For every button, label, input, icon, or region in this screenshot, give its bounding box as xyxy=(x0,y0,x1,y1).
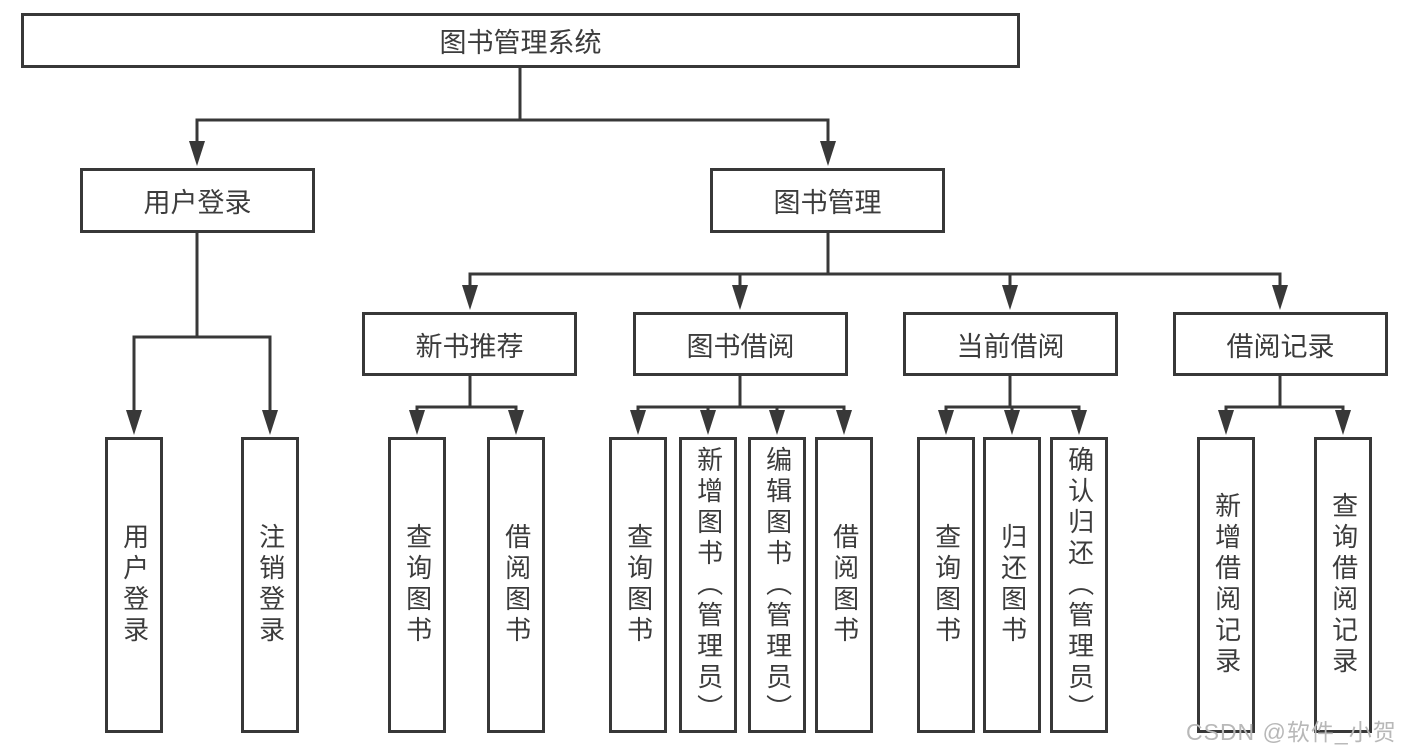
leaf-label: 注销登录 xyxy=(255,523,286,647)
node-borrow-records: 借阅记录 xyxy=(1173,312,1388,376)
leaf-current-confirm-return-admin: 确认归还（管理员） xyxy=(1050,437,1108,733)
node-label: 新书推荐 xyxy=(415,331,524,362)
leaf-label: 查询图书 xyxy=(623,523,654,647)
node-label: 借阅记录 xyxy=(1226,331,1335,362)
node-label: 图书借阅 xyxy=(686,331,795,362)
node-new-book-recommend: 新书推荐 xyxy=(362,312,577,376)
csdn-watermark: CSDN @软件_小贺同学 xyxy=(1186,719,1397,745)
leaf-label: 查询借阅记录 xyxy=(1328,492,1359,678)
node-label: 图书管理 xyxy=(773,188,882,218)
leaf-borrow-borrow-books: 借阅图书 xyxy=(815,437,873,733)
leaf-label: 归还图书 xyxy=(997,523,1028,647)
leaf-recommend-query-books: 查询图书 xyxy=(388,437,446,733)
leaf-borrow-add-books-admin: 新增图书（管理员） xyxy=(679,437,737,733)
leaf-label: 借阅图书 xyxy=(829,523,860,647)
leaf-recommend-borrow-books: 借阅图书 xyxy=(487,437,545,733)
node-book-borrow: 图书借阅 xyxy=(633,312,848,376)
leaf-records-add-record: 新增借阅记录 xyxy=(1197,437,1255,733)
leaf-borrow-query-books: 查询图书 xyxy=(609,437,667,733)
leaf-borrow-edit-books-admin: 编辑图书（管理员） xyxy=(748,437,806,733)
leaf-user-login: 用户登录 xyxy=(105,437,163,733)
leaf-label: 确认归还（管理员） xyxy=(1064,445,1095,725)
leaf-label: 用户登录 xyxy=(119,523,150,647)
leaf-label: 借阅图书 xyxy=(501,523,532,647)
leaf-label: 查询图书 xyxy=(402,523,433,647)
node-label: 当前借阅 xyxy=(956,331,1065,362)
leaf-current-return-books: 归还图书 xyxy=(983,437,1041,733)
leaf-logout: 注销登录 xyxy=(241,437,299,733)
node-book-management: 图书管理 xyxy=(710,168,945,233)
node-label: 用户登录 xyxy=(143,188,252,218)
node-library-management-system: 图书管理系统 xyxy=(21,13,1020,68)
leaf-records-query-record: 查询借阅记录 xyxy=(1314,437,1372,733)
leaf-current-query-books: 查询图书 xyxy=(917,437,975,733)
node-user-login: 用户登录 xyxy=(80,168,315,233)
node-current-borrow: 当前借阅 xyxy=(903,312,1118,376)
leaf-label: 编辑图书（管理员） xyxy=(762,445,793,725)
leaf-label: 新增图书（管理员） xyxy=(693,445,724,725)
leaf-label: 新增借阅记录 xyxy=(1211,492,1242,678)
leaf-label: 查询图书 xyxy=(931,523,962,647)
node-label: 图书管理系统 xyxy=(439,28,602,58)
